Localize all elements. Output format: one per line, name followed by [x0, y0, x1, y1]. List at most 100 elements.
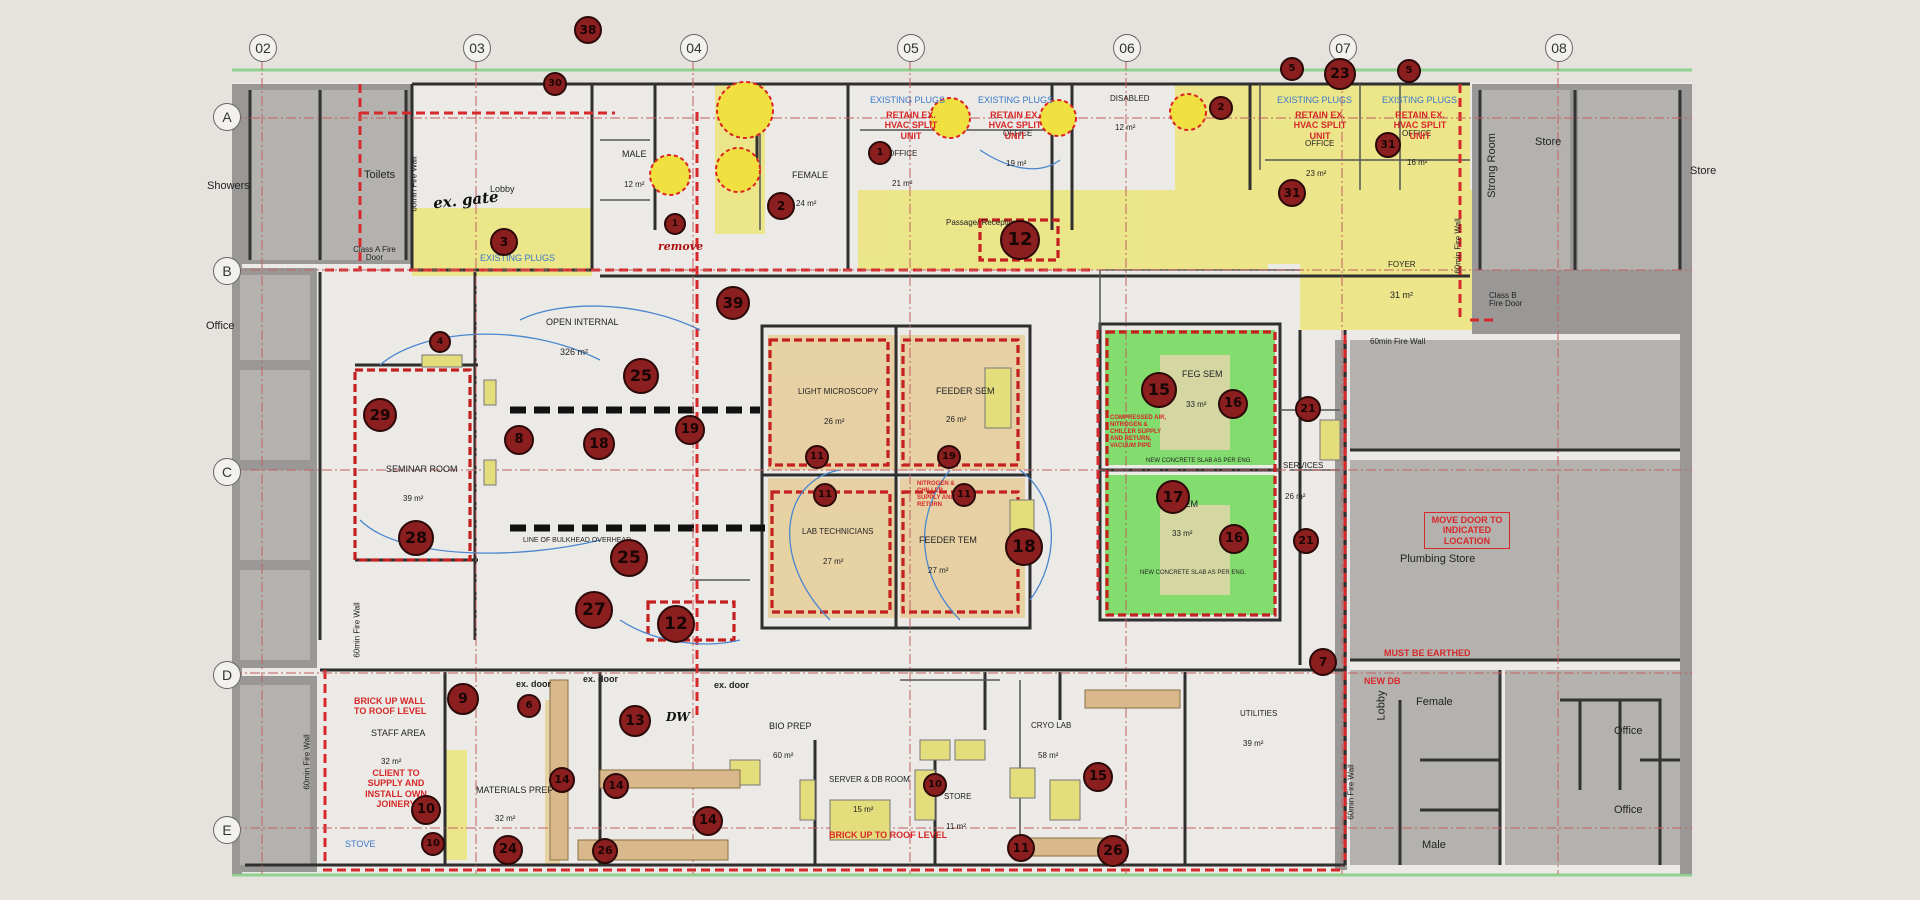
- markup-marker: 4: [429, 331, 451, 353]
- room-showers: Showers: [207, 180, 250, 192]
- markup-marker: 11: [805, 445, 829, 469]
- markup-marker: 16: [1219, 524, 1249, 554]
- room-services: SERVICES: [1283, 461, 1324, 470]
- markup-marker: 1: [664, 213, 686, 235]
- markup-marker: 31: [1278, 179, 1306, 207]
- markup-marker: 11: [952, 483, 976, 507]
- markup-marker: 26: [1097, 835, 1129, 867]
- markup-marker: 15: [1083, 762, 1113, 792]
- grid-row-c: C: [213, 458, 241, 486]
- room-open-internal-area: 326 m²: [560, 347, 589, 357]
- room-disabled: DISABLED: [1110, 94, 1150, 103]
- room-seminar: SEMINAR ROOM: [386, 464, 458, 474]
- note-retain-hvac-1: RETAIN EX. HVAC SPLIT UNIT: [884, 110, 938, 141]
- room-male-area: 12 m²: [624, 180, 645, 189]
- room-office-g5: OFFICE: [888, 149, 918, 158]
- room-cryo-lab: CRYO LAB: [1031, 721, 1072, 730]
- note-existing-plugs-2: EXISTING PLUGS: [978, 95, 1054, 105]
- markup-marker: 10: [421, 832, 445, 856]
- markup-marker: 23: [1324, 58, 1356, 90]
- markup-marker: 16: [1218, 389, 1248, 419]
- room-staff-area: STAFF AREA: [371, 728, 426, 738]
- room-services-area: 26 m²: [1285, 492, 1306, 501]
- markup-marker: 18: [1005, 528, 1043, 566]
- room-female: FEMALE: [792, 170, 829, 180]
- room-tem: TEM: [1179, 499, 1198, 509]
- markup-marker: 25: [610, 539, 648, 577]
- markup-marker: 12: [657, 605, 695, 643]
- room-office-g6-area: 19 m²: [1006, 159, 1027, 168]
- room-staff-area-area: 32 m²: [381, 757, 402, 766]
- room-server-db-area: 15 m²: [853, 805, 874, 814]
- room-female-area: 24 m²: [796, 199, 817, 208]
- room-office-g10-area: 23 m²: [1306, 169, 1327, 178]
- room-seminar-area: 39 m²: [403, 494, 424, 503]
- note-existing-plugs-4: EXISTING PLUGS: [1382, 95, 1458, 105]
- room-male: MALE: [622, 149, 647, 159]
- grid-col-05: 05: [897, 34, 925, 62]
- room-office-g11: OFFICE: [1402, 129, 1432, 138]
- room-feeder-sem-area: 26 m²: [946, 415, 967, 424]
- room-open-internal: OPEN INTERNAL: [546, 317, 619, 327]
- room-feeder-tem-area: 27 m²: [928, 566, 949, 575]
- note-fire-wall-left-lower: 60min Fire Wall: [352, 602, 362, 658]
- room-store-g28-area: 11 m²: [946, 822, 966, 831]
- note-retain-hvac-2: RETAIN EX. HVAC SPLIT UNIT: [988, 110, 1042, 141]
- markup-marker: 10: [411, 795, 441, 825]
- hand-remove: remove: [658, 240, 704, 253]
- room-feeder-tem: FEEDER TEM: [919, 535, 977, 545]
- room-materials-prep: MATERIALS PREP: [476, 785, 554, 795]
- room-office-r1: Office: [1614, 725, 1643, 737]
- room-store-right: Store: [1690, 165, 1717, 177]
- note-new-concrete-2: NEW CONCRETE SLAB AS PER ENG.: [1140, 570, 1247, 576]
- note-ex-door-2: ex. door: [583, 674, 619, 684]
- room-light-microscopy-area: 26 m²: [824, 417, 845, 426]
- markup-marker: 17: [1156, 480, 1190, 514]
- room-plumbing-store: Plumbing Store: [1400, 553, 1476, 565]
- markup-marker: 18: [583, 428, 615, 460]
- note-new-db: NEW DB: [1364, 676, 1401, 686]
- room-disabled-area: 12 m²: [1115, 123, 1136, 132]
- note-ex-door-3: ex. door: [714, 680, 750, 690]
- markup-marker: 9: [447, 683, 479, 715]
- grid-col-03: 03: [463, 34, 491, 62]
- markup-marker: 14: [549, 767, 575, 793]
- markup-marker: 5: [1280, 57, 1304, 81]
- grid-col-02: 02: [249, 34, 277, 62]
- markup-marker: 28: [398, 520, 434, 556]
- room-materials-prep-area: 32 m²: [495, 814, 516, 823]
- hand-dw: DW: [666, 710, 690, 724]
- markup-marker: 21: [1293, 528, 1319, 554]
- grid-row-e: E: [213, 816, 241, 844]
- note-fire-wall-left: 60min Fire Wall: [409, 156, 419, 212]
- markup-marker: 10: [923, 773, 947, 797]
- grid-col-08: 08: [1545, 34, 1573, 62]
- markup-marker: 3: [490, 228, 518, 256]
- markup-marker: 13: [619, 705, 651, 737]
- room-cryo-lab-area: 58 m²: [1038, 751, 1059, 760]
- note-class-b: Class B Fire Door: [1489, 291, 1523, 308]
- note-fire-wall-right: 60min Fire Wall: [1453, 218, 1463, 274]
- room-feg-sem: FEG SEM: [1182, 369, 1223, 379]
- grid-row-d: D: [213, 661, 241, 689]
- note-existing-plugs-5: EXISTING PLUGS: [480, 253, 556, 263]
- markup-marker: 26: [592, 838, 618, 864]
- markup-marker: 2: [1209, 96, 1233, 120]
- markup-marker: 15: [1141, 372, 1177, 408]
- room-lab-technicians-area: 27 m²: [823, 557, 844, 566]
- note-class-a: Class A Fire Door: [353, 245, 396, 262]
- note-retain-hvac-4: RETAIN EX. HVAC SPLIT UNIT: [1393, 110, 1447, 141]
- note-brick-roof: BRICK UP TO ROOF LEVEL: [829, 830, 948, 840]
- room-store-top: Store: [1535, 136, 1562, 148]
- markup-marker: 11: [813, 483, 837, 507]
- note-fire-wall-bottom-left: 60min Fire Wall: [302, 734, 312, 790]
- markup-marker: 1: [868, 141, 892, 165]
- grid-col-04: 04: [680, 34, 708, 62]
- note-must-earthed: MUST BE EARTHED: [1384, 648, 1471, 658]
- room-tem-area: 33 m²: [1172, 529, 1193, 538]
- markup-marker: 19: [937, 445, 961, 469]
- room-store-g28: STORE: [944, 792, 972, 801]
- markup-marker: 38: [574, 16, 602, 44]
- markup-marker: 29: [363, 398, 397, 432]
